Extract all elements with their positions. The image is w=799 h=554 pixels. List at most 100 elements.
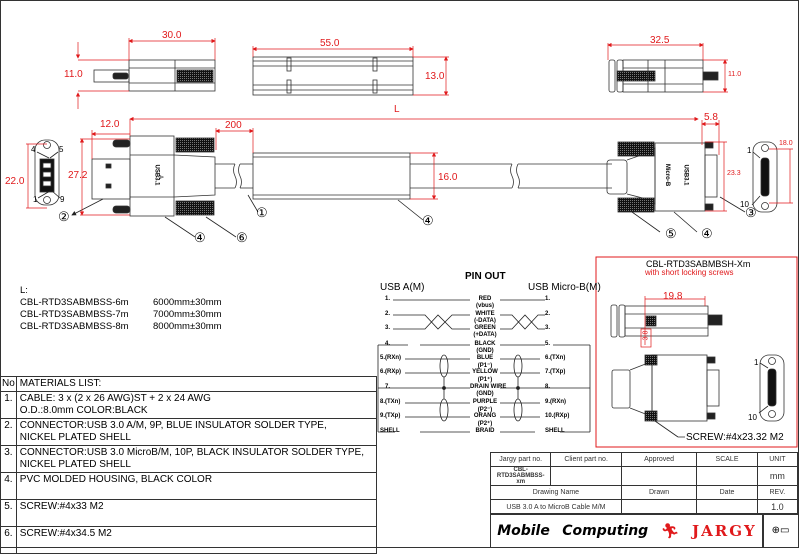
pinout-left-pin: 6.(RXp) xyxy=(380,369,401,375)
pin-label-5: 5 xyxy=(59,145,64,154)
dim-a-body-height: 27.2 xyxy=(68,170,88,181)
dim-top-mid-height: 13.0 xyxy=(425,71,445,82)
pinout-wire-color: BLUE xyxy=(476,355,494,361)
pinout-right-pin: 8. xyxy=(545,384,551,390)
pinout-right-pin: 1. xyxy=(545,296,551,302)
callout-2: ② xyxy=(58,209,70,224)
tb-rev-header: REV. xyxy=(756,485,799,500)
pinout-wire-color: RED xyxy=(478,296,492,302)
materials-desc-line: CONNECTOR:USB 3.0 MicroB/M, 10P, BLACK I… xyxy=(19,447,364,458)
top-view-a-connector xyxy=(93,59,216,92)
callout-1: ① xyxy=(256,205,268,220)
tb-jargy-header: Jargy part no. xyxy=(489,452,552,467)
pinout-wire-color: DRAIN WIRE xyxy=(470,384,507,390)
variant-subtitle: with short locking screws xyxy=(645,268,734,277)
pinout-wire-color: PURPLE xyxy=(472,399,498,405)
pin-label-9: 9 xyxy=(60,195,65,204)
callout-3: ③ xyxy=(745,205,757,220)
tb-jargy-part: CBL-RTD3SABMBSS-xm xyxy=(489,466,552,486)
tb-approved-header: Approved xyxy=(620,452,698,467)
pin-label-b10: 10 xyxy=(740,200,749,209)
pinout-left-pin: 7. xyxy=(385,384,391,390)
pinout-wire-color: YELLOW xyxy=(472,369,498,375)
tb-drawing-header: Drawing Name xyxy=(490,485,622,500)
pinout-right-pin: 3. xyxy=(545,325,551,331)
variant-screw-note: SCREW:#4x23.32 M2 xyxy=(686,432,784,443)
materials-header: MATERIALS LIST: xyxy=(15,376,378,392)
top-view-ferrite xyxy=(252,56,414,96)
materials-desc: SCREW:#4x33 M2 xyxy=(15,499,378,527)
dim-a-plug-length: 12.0 xyxy=(100,119,120,130)
materials-desc-line: O.D.:8.0mm COLOR:BLACK xyxy=(19,405,148,416)
pinout-left-pin: SHELL xyxy=(380,428,400,434)
materials-row: 4.PVC MOLDED HOUSING, BLACK COLOR xyxy=(0,472,378,500)
materials-header-row: No MATERIALS LIST: xyxy=(0,376,378,392)
callout-4a: ④ xyxy=(194,230,206,245)
materials-row: 1.CABLE: 3 x (2 x 26 AWG)ST + 2 x 24 AWG… xyxy=(0,391,378,419)
pinout-left-pin: 5.(RXn) xyxy=(380,355,401,361)
pinout-wire-color: ORANG xyxy=(473,413,497,419)
materials-desc-line xyxy=(20,486,373,498)
dim-ferrite-height: 16.0 xyxy=(438,172,458,183)
pinout-left-pin: 1. xyxy=(385,296,391,302)
pin-label-4: 4 xyxy=(31,145,36,154)
materials-no-header: No xyxy=(0,376,17,392)
dim-top-a-height: 11.0 xyxy=(64,69,83,80)
materials-desc-line: NICKEL PLATED SHELL xyxy=(19,432,131,443)
dim-b-body-height: 23.3 xyxy=(727,170,741,177)
ferrite-core-side xyxy=(252,152,612,200)
variant-title: CBL-RTD3SABMBSH-Xm xyxy=(646,259,751,269)
title-block: Jargy part no. Client part no. Approved … xyxy=(489,452,799,515)
pinout-right-pin: 7.(TXp) xyxy=(545,369,566,375)
variant-small-dim: 3.8 xyxy=(642,330,650,341)
pinout-wire-signal: (P2⁻) xyxy=(477,407,493,413)
b-connector-marking: USB3.1 xyxy=(682,164,689,186)
variant-pin-1: 1 xyxy=(754,358,759,367)
tb-client-part xyxy=(550,466,622,486)
length-heading: L: xyxy=(20,285,28,296)
pinout-left-pin: 9.(TXp) xyxy=(380,413,401,419)
projection-symbol-icon: ⊕▭ xyxy=(762,513,799,548)
dim-top-mid-length: 55.0 xyxy=(320,38,340,49)
pin-label-1: 1 xyxy=(33,195,38,204)
materials-desc-line: CONNECTOR:USB 3.0 A/M, 9P, BLUE INSULATO… xyxy=(19,420,327,431)
materials-no: 4. xyxy=(0,472,17,500)
materials-row: 3.CONNECTOR:USB 3.0 MicroB/M, 10P, BLACK… xyxy=(0,445,378,473)
pinout-right-pin: 2. xyxy=(545,311,551,317)
materials-desc: CONNECTOR:USB 3.0 MicroB/M, 10P, BLACK I… xyxy=(15,445,378,473)
pinout-wire-signal: (GND) xyxy=(476,348,494,354)
callout-4c: ④ xyxy=(701,226,713,241)
materials-no: 1. xyxy=(0,391,17,419)
logo-mobile: Mobile xyxy=(497,522,550,539)
tb-rev: 1.0 xyxy=(756,499,799,515)
pinout-wire-signal: (+DATA) xyxy=(473,332,497,338)
company-logos: Mobile Computing 🏃︎ JARGY xyxy=(490,513,764,548)
pinout-right-pin: 10.(RXp) xyxy=(545,413,570,419)
pinout-right-pin: 6.(TXn) xyxy=(545,355,566,361)
materials-desc-line: SCREW:#4x33 M2 xyxy=(19,501,104,512)
materials-desc: PVC MOLDED HOUSING, BLACK COLOR xyxy=(15,472,378,500)
pinout-left-header: USB A(M) xyxy=(380,282,425,293)
logo-jargy: JARGY xyxy=(692,521,757,540)
pinout-wire-color: GREEN xyxy=(474,325,496,331)
pinout-right-pin: 9.(RXn) xyxy=(545,399,566,405)
tb-unit: mm xyxy=(756,466,799,486)
materials-desc: CONNECTOR:USB 3.0 A/M, 9P, BLUE INSULATO… xyxy=(15,418,378,446)
top-view-b-connector xyxy=(608,59,719,93)
pinout-left-pin: 8.(TXn) xyxy=(380,399,401,405)
logo-computing: Computing xyxy=(562,522,649,539)
materials-desc-line: NICKEL PLATED SHELL xyxy=(19,459,131,470)
materials-no: 2. xyxy=(0,418,17,446)
tb-date-header: Date xyxy=(696,485,758,500)
tb-unit-header: UNIT xyxy=(756,452,799,467)
pinout-left-pin: 3. xyxy=(385,325,391,331)
dim-b-face-height: 18.0 xyxy=(779,140,793,147)
micro-b-face-view xyxy=(752,141,778,213)
materials-desc-line xyxy=(20,540,373,552)
tb-scale-header: SCALE xyxy=(696,452,758,467)
pinout-left-pin: 2. xyxy=(385,311,391,317)
